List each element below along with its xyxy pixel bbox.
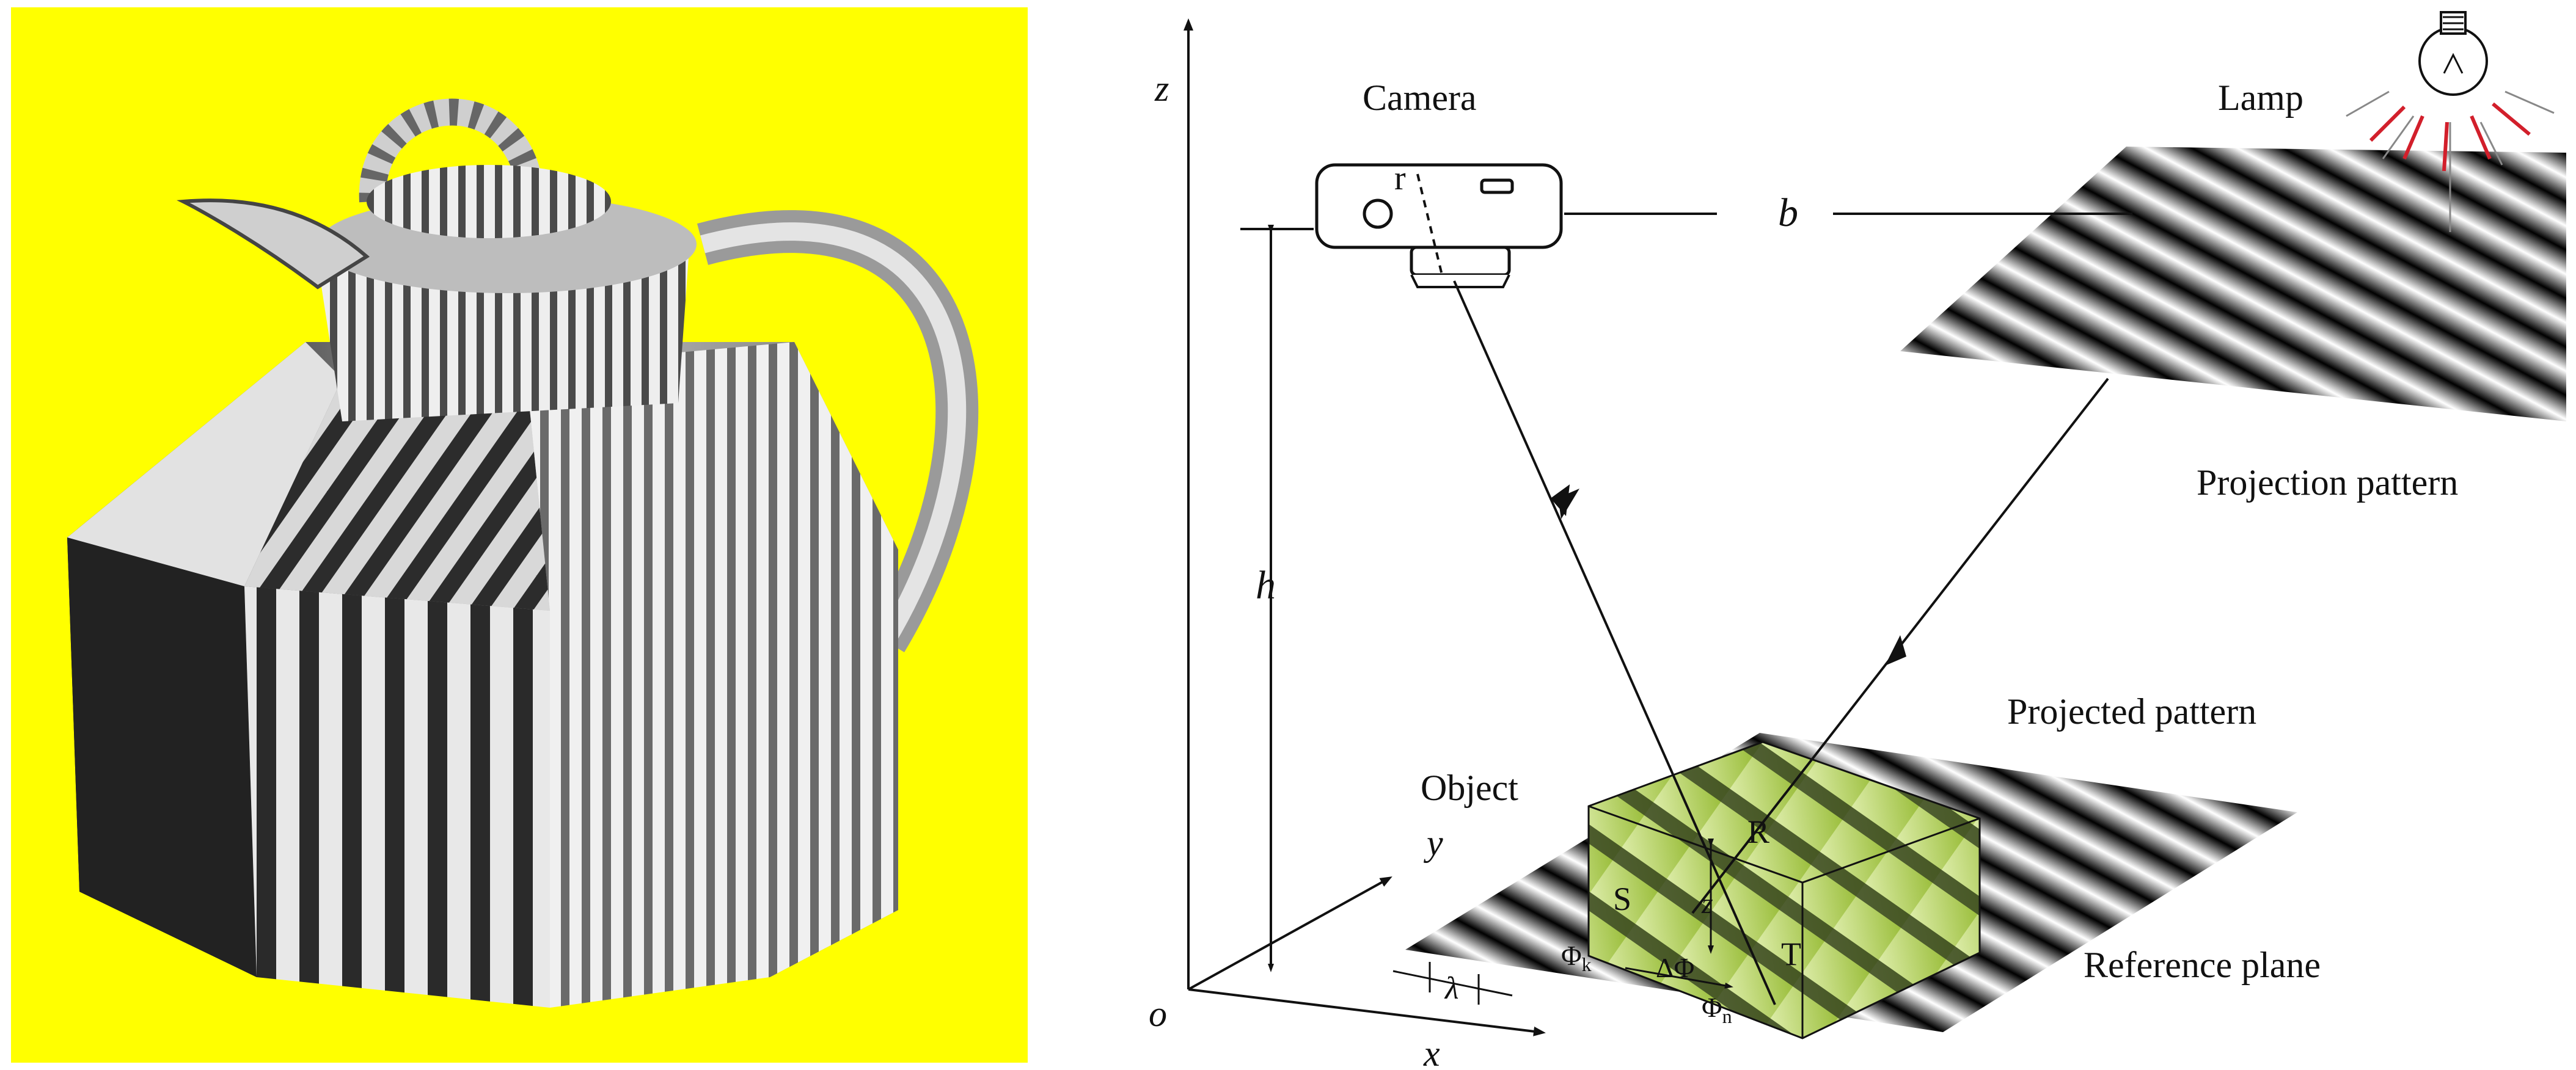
jug-fringe-image: [11, 7, 1028, 1063]
jug-shoulder-stripes: [244, 366, 550, 611]
phi-k-symbol: Φk: [1561, 940, 1592, 975]
camera-point-r-label: r: [1394, 159, 1406, 197]
point-S-label: S: [1613, 881, 1631, 917]
object-box: [1587, 741, 1981, 1039]
origin-label: o: [1149, 994, 1167, 1034]
wavelength-label: λ: [1444, 971, 1459, 1006]
jug-top-left-facet: [67, 342, 342, 586]
projection-pattern-label: Projection pattern: [2197, 462, 2458, 503]
lamp-rays: [2369, 102, 2531, 172]
delta-phi-arrow: [1625, 967, 1733, 989]
top-handle-texture: [359, 98, 545, 203]
delta-phi-label: ΔΦ: [1656, 952, 1694, 983]
camera-ray: [1453, 280, 1776, 1005]
height-h-label: h: [1256, 563, 1276, 608]
x-axis: [1188, 988, 1546, 1036]
diagram-svg: z o x y r Camera: [1149, 11, 2566, 1070]
projection-pattern-plane: [1900, 147, 2566, 421]
object-label: Object: [1421, 768, 1518, 808]
point-R-label: R: [1747, 813, 1769, 850]
axis-x-label: x: [1423, 1033, 1440, 1070]
camera-internal-ray: [1416, 173, 1443, 275]
lamp-rays-grey: [2346, 90, 2555, 232]
jug-spout: [177, 198, 370, 289]
point-T-label: T: [1781, 936, 1801, 972]
lamp-bulb-icon: [2418, 11, 2488, 96]
y-axis: [1188, 876, 1392, 991]
phi-n-symbol: Φn: [1702, 992, 1732, 1027]
lamp-label: Lamp: [2218, 78, 2303, 118]
camera-ray-arrow-head: [1550, 484, 1570, 516]
axis-z-label: z: [1154, 68, 1169, 109]
wavelength-line: [1392, 970, 1513, 997]
camera: [1315, 163, 1563, 288]
lamp-ray-arrow: [1885, 635, 1906, 666]
jug-photo-panel: [0, 0, 1039, 1070]
baseline-b-label: b: [1778, 191, 1798, 235]
jug-right-stripes: [525, 342, 898, 1008]
fringe-projection-diagram: z o x y r Camera: [1039, 0, 2576, 1070]
reference-plane-label: Reference plane: [2084, 945, 2321, 985]
camera-label: Camera: [1363, 78, 1477, 118]
jug-front-stripes: [244, 586, 550, 1008]
height-z-label: z: [1701, 887, 1713, 920]
jug-left-face: [67, 537, 257, 977]
projected-pattern-label: Projected pattern: [2007, 691, 2256, 732]
jug-lid-top: [367, 165, 611, 238]
axis-y-label: y: [1423, 823, 1443, 863]
side-handle-highlight: [700, 222, 967, 646]
